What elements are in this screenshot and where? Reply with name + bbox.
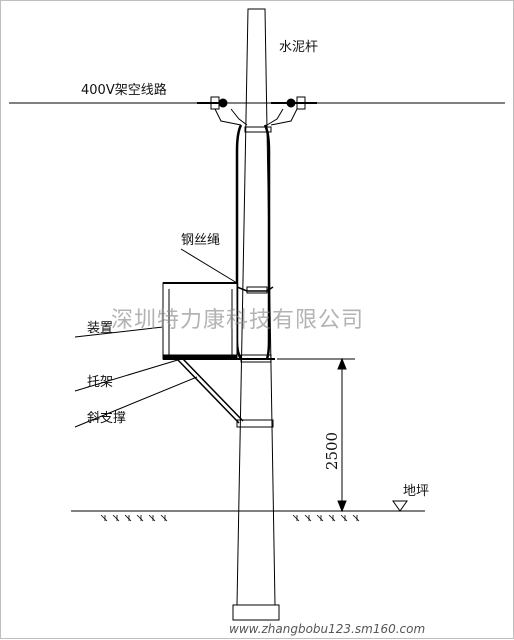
- watermark-url: www.zhangbobu123.sm160.com: [229, 622, 425, 636]
- label-device: 装置: [87, 321, 113, 336]
- label-line: 400V架空线路: [81, 82, 167, 98]
- tray-bracket: [163, 354, 275, 363]
- leader-brace: [74, 376, 198, 428]
- label-pole: 水泥杆: [279, 40, 318, 55]
- pole-base: [232, 604, 280, 621]
- label-bracket: 托架: [87, 375, 113, 390]
- insulator-assembly: [197, 96, 317, 133]
- leader-wire-rope: [180, 248, 238, 284]
- leader-device: [74, 326, 164, 338]
- leader-bracket: [74, 358, 182, 392]
- watermark-company: 深圳特力康科技有限公司: [111, 308, 364, 333]
- label-ground: 地坪: [403, 484, 429, 499]
- label-brace: 斜支撑: [87, 411, 126, 426]
- wire-rope: [236, 286, 274, 292]
- ground-hatch-left: [100, 514, 168, 522]
- label-wire-rope: 钢丝绳: [181, 233, 220, 248]
- ground-line: [71, 500, 425, 512]
- device-box: [162, 282, 238, 360]
- height-dimension: [277, 357, 355, 513]
- diagonal-brace: [176, 358, 274, 428]
- ground-hatch-right: [292, 514, 360, 522]
- label-height: 2500: [323, 432, 341, 470]
